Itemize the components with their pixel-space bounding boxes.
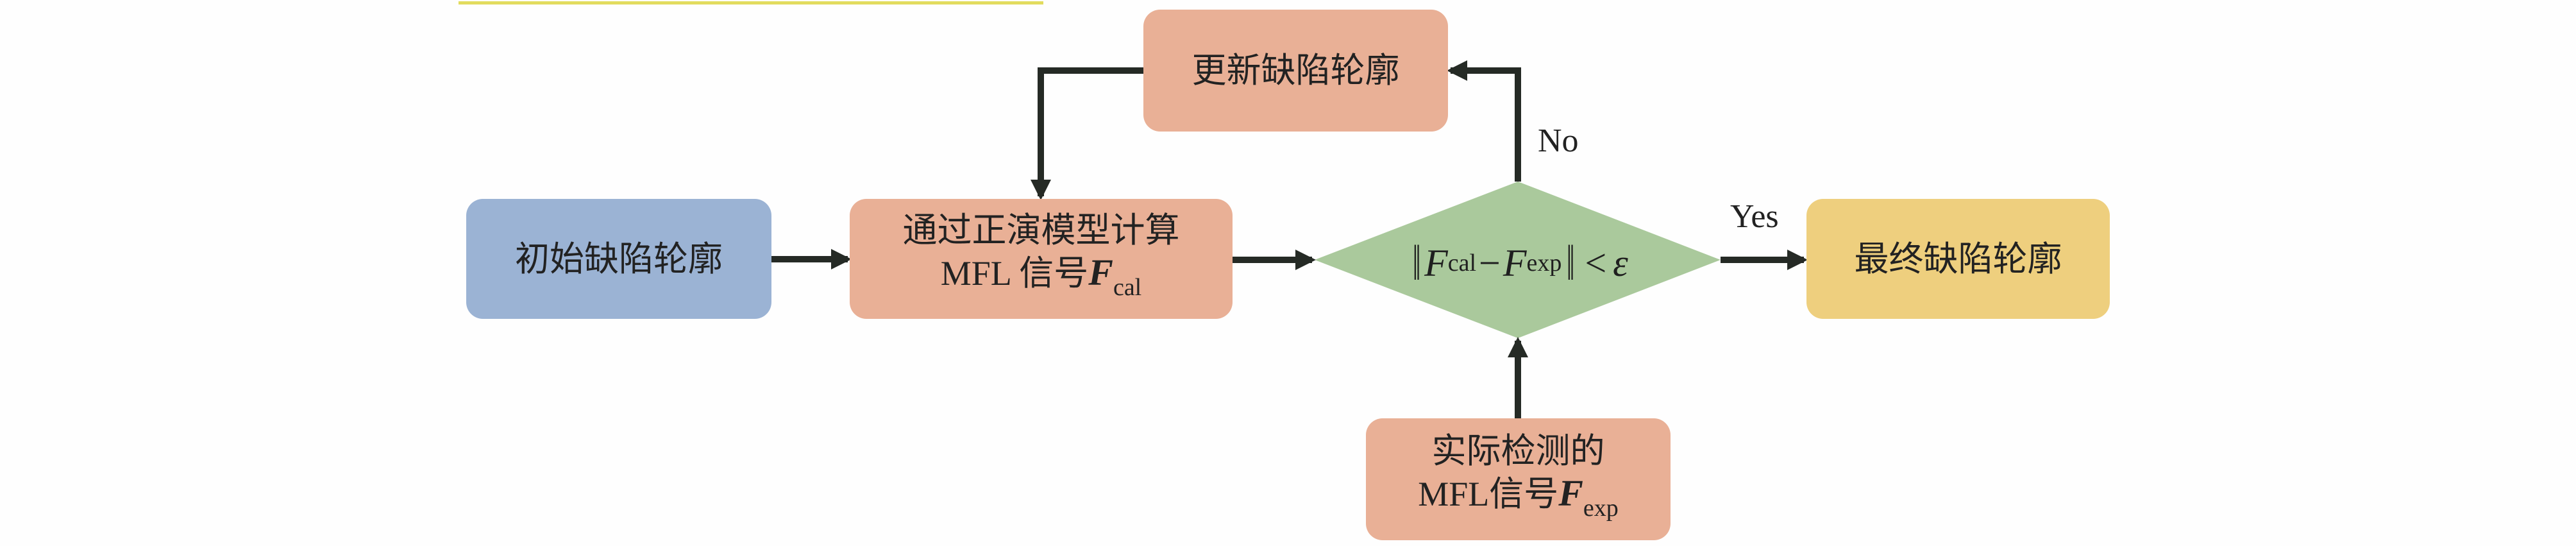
node-final-label: 最终缺陷轮廓 — [1854, 239, 2062, 278]
node-update-label: 更新缺陷轮廓 — [1191, 51, 1400, 90]
node-initial-label: 初始缺陷轮廓 — [515, 239, 723, 278]
top-highlight-line — [459, 1, 1043, 4]
node-initial-defect-profile: 初始缺陷轮廓 — [466, 199, 771, 319]
symbol-f-cal: Fcal — [1088, 252, 1141, 301]
arrow-update-to-forward — [1031, 67, 1143, 201]
formula-less-than: < — [1585, 241, 1607, 284]
subscript-cal: cal — [1113, 274, 1142, 301]
node-forward-model: 通过正演模型计算 MFL 信号Fcal — [850, 199, 1233, 319]
formula-f1: F — [1424, 241, 1448, 284]
formula-f2: F — [1503, 241, 1527, 284]
formula-sub-exp: exp — [1526, 250, 1562, 277]
node-measured-line1: 实际检测的 — [1431, 431, 1605, 470]
node-measured-signal: 实际检测的 MFL信号Fexp — [1366, 418, 1671, 540]
arrow-decision-to-update — [1446, 60, 1521, 182]
formula-sub-cal: cal — [1447, 250, 1477, 277]
subscript-exp: exp — [1583, 494, 1619, 522]
norm-close: ‖ — [1566, 235, 1575, 291]
norm-open: ‖ — [1412, 235, 1421, 291]
node-measured-line2: MFL信号Fexp — [1418, 472, 1619, 529]
symbol-f-exp: Fexp — [1558, 472, 1619, 522]
node-final-defect-profile: 最终缺陷轮廓 — [1806, 199, 2110, 319]
symbol-f: F — [1558, 472, 1583, 514]
node-forward-line1: 通过正演模型计算 — [902, 211, 1180, 250]
edge-label-yes: Yes — [1730, 198, 1779, 235]
symbol-f: F — [1088, 252, 1113, 293]
formula-epsilon: ε — [1613, 241, 1628, 284]
formula-minus: − — [1479, 241, 1501, 284]
node-measured-line2-text: MFL信号 — [1418, 474, 1559, 513]
edge-label-no: No — [1538, 123, 1579, 159]
node-update-defect-profile: 更新缺陷轮廓 — [1143, 10, 1448, 132]
node-forward-line2-text: MFL 信号 — [940, 254, 1089, 293]
node-forward-line2: MFL 信号Fcal — [941, 252, 1142, 309]
decision-diamond — [1315, 182, 1721, 338]
